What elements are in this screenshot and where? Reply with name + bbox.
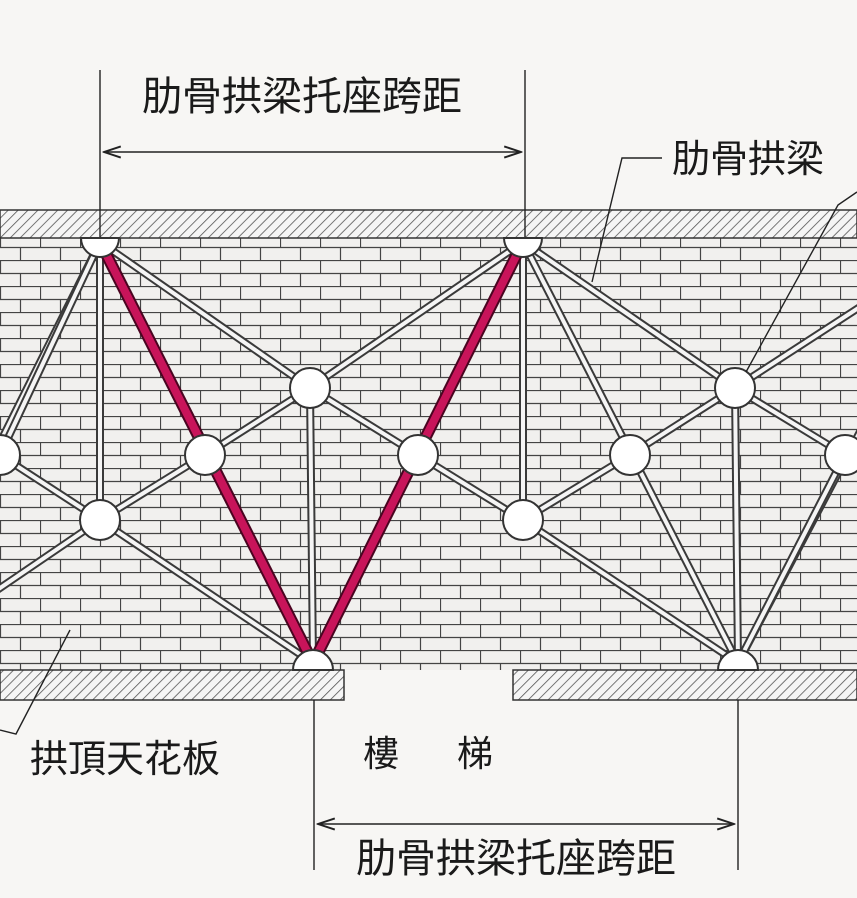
rib-beam	[308, 386, 420, 457]
stair-label-right: 梯	[457, 734, 493, 775]
rib-beam	[736, 454, 847, 664]
rib-beam	[0, 241, 102, 456]
rib-joint-boss	[609, 434, 651, 476]
rib-joint-boss	[502, 499, 544, 541]
rib-joint-boss	[824, 434, 857, 476]
vault-ceiling-callout: 拱頂天花板	[0, 629, 220, 781]
bottom-span-dimension: 肋骨拱梁托座跨距	[313, 700, 739, 882]
rib-beam	[733, 387, 740, 664]
rib-joint-boss	[714, 367, 756, 409]
stair-label-left: 樓	[363, 734, 399, 775]
rib-joint-boss	[289, 367, 331, 409]
rib-joint-boss	[0, 434, 21, 476]
rib-springer-boss	[79, 237, 121, 258]
rib-beam	[521, 240, 737, 390]
rib-beam	[733, 386, 847, 457]
bottom-slab-right	[512, 669, 857, 701]
top-slab	[0, 209, 857, 239]
vault-ceiling-label: 拱頂天花板	[30, 737, 220, 781]
rib-springer-boss	[502, 237, 544, 258]
rib-beam-label: 肋骨拱梁	[672, 137, 824, 181]
rib-joint-boss	[79, 499, 121, 541]
span-label-top: 肋骨拱梁托座跨距	[142, 74, 462, 120]
rib-springer-boss	[291, 649, 335, 671]
rib-beam	[733, 306, 857, 390]
rib-springer-boss	[716, 649, 760, 671]
rib-beam	[308, 240, 525, 390]
bottom-slab-left	[0, 669, 345, 701]
rib-beam	[0, 518, 102, 591]
rib-beam-callout: 肋骨拱梁	[591, 137, 857, 373]
rib-joint-boss	[184, 434, 226, 476]
rib-joint-boss	[397, 434, 439, 476]
rib-beam	[98, 518, 315, 665]
top-span-dimension: 肋骨拱梁托座跨距	[99, 70, 526, 238]
rib-beam	[521, 518, 740, 665]
rib-beam	[98, 240, 312, 390]
rib-beam	[308, 387, 315, 664]
span-label-bottom: 肋骨拱梁托座跨距	[356, 836, 676, 882]
rib-joints	[0, 367, 857, 541]
